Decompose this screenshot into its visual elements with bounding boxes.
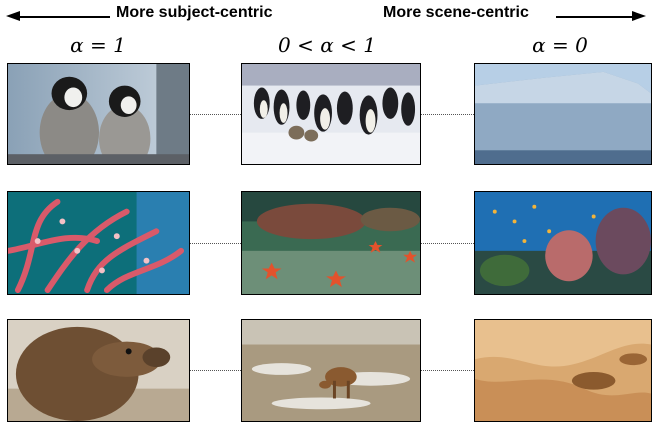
row3-left-connector xyxy=(190,370,241,371)
right-arrowhead-icon xyxy=(632,11,646,21)
row3-right-connector xyxy=(421,370,474,371)
left-arrowhead-icon xyxy=(6,11,20,21)
alpha-between-label: 0 < α < 1 xyxy=(278,33,376,57)
scene-centric-label: More scene-centric xyxy=(383,4,529,21)
right-arrow-line xyxy=(556,16,636,18)
iceberg-image xyxy=(474,63,652,165)
coral-closeup-image xyxy=(7,191,190,295)
penguin-colony-image xyxy=(241,63,421,165)
alpha-zero-label: α = 0 xyxy=(532,33,588,57)
row2-right-connector xyxy=(421,243,474,244)
coral-reef-image xyxy=(474,191,652,295)
alpha-one-label: α = 1 xyxy=(70,33,126,57)
starfish-seafloor-image xyxy=(241,191,421,295)
penguin-closeup-image xyxy=(7,63,190,165)
left-arrow-line xyxy=(18,16,110,18)
desert-dunes-image xyxy=(474,319,652,422)
camel-field-image xyxy=(241,319,421,422)
row2-left-connector xyxy=(190,243,241,244)
camel-closeup-image xyxy=(7,319,190,422)
row1-right-connector xyxy=(421,114,474,115)
subject-centric-label: More subject-centric xyxy=(116,4,273,21)
row1-left-connector xyxy=(190,114,241,115)
